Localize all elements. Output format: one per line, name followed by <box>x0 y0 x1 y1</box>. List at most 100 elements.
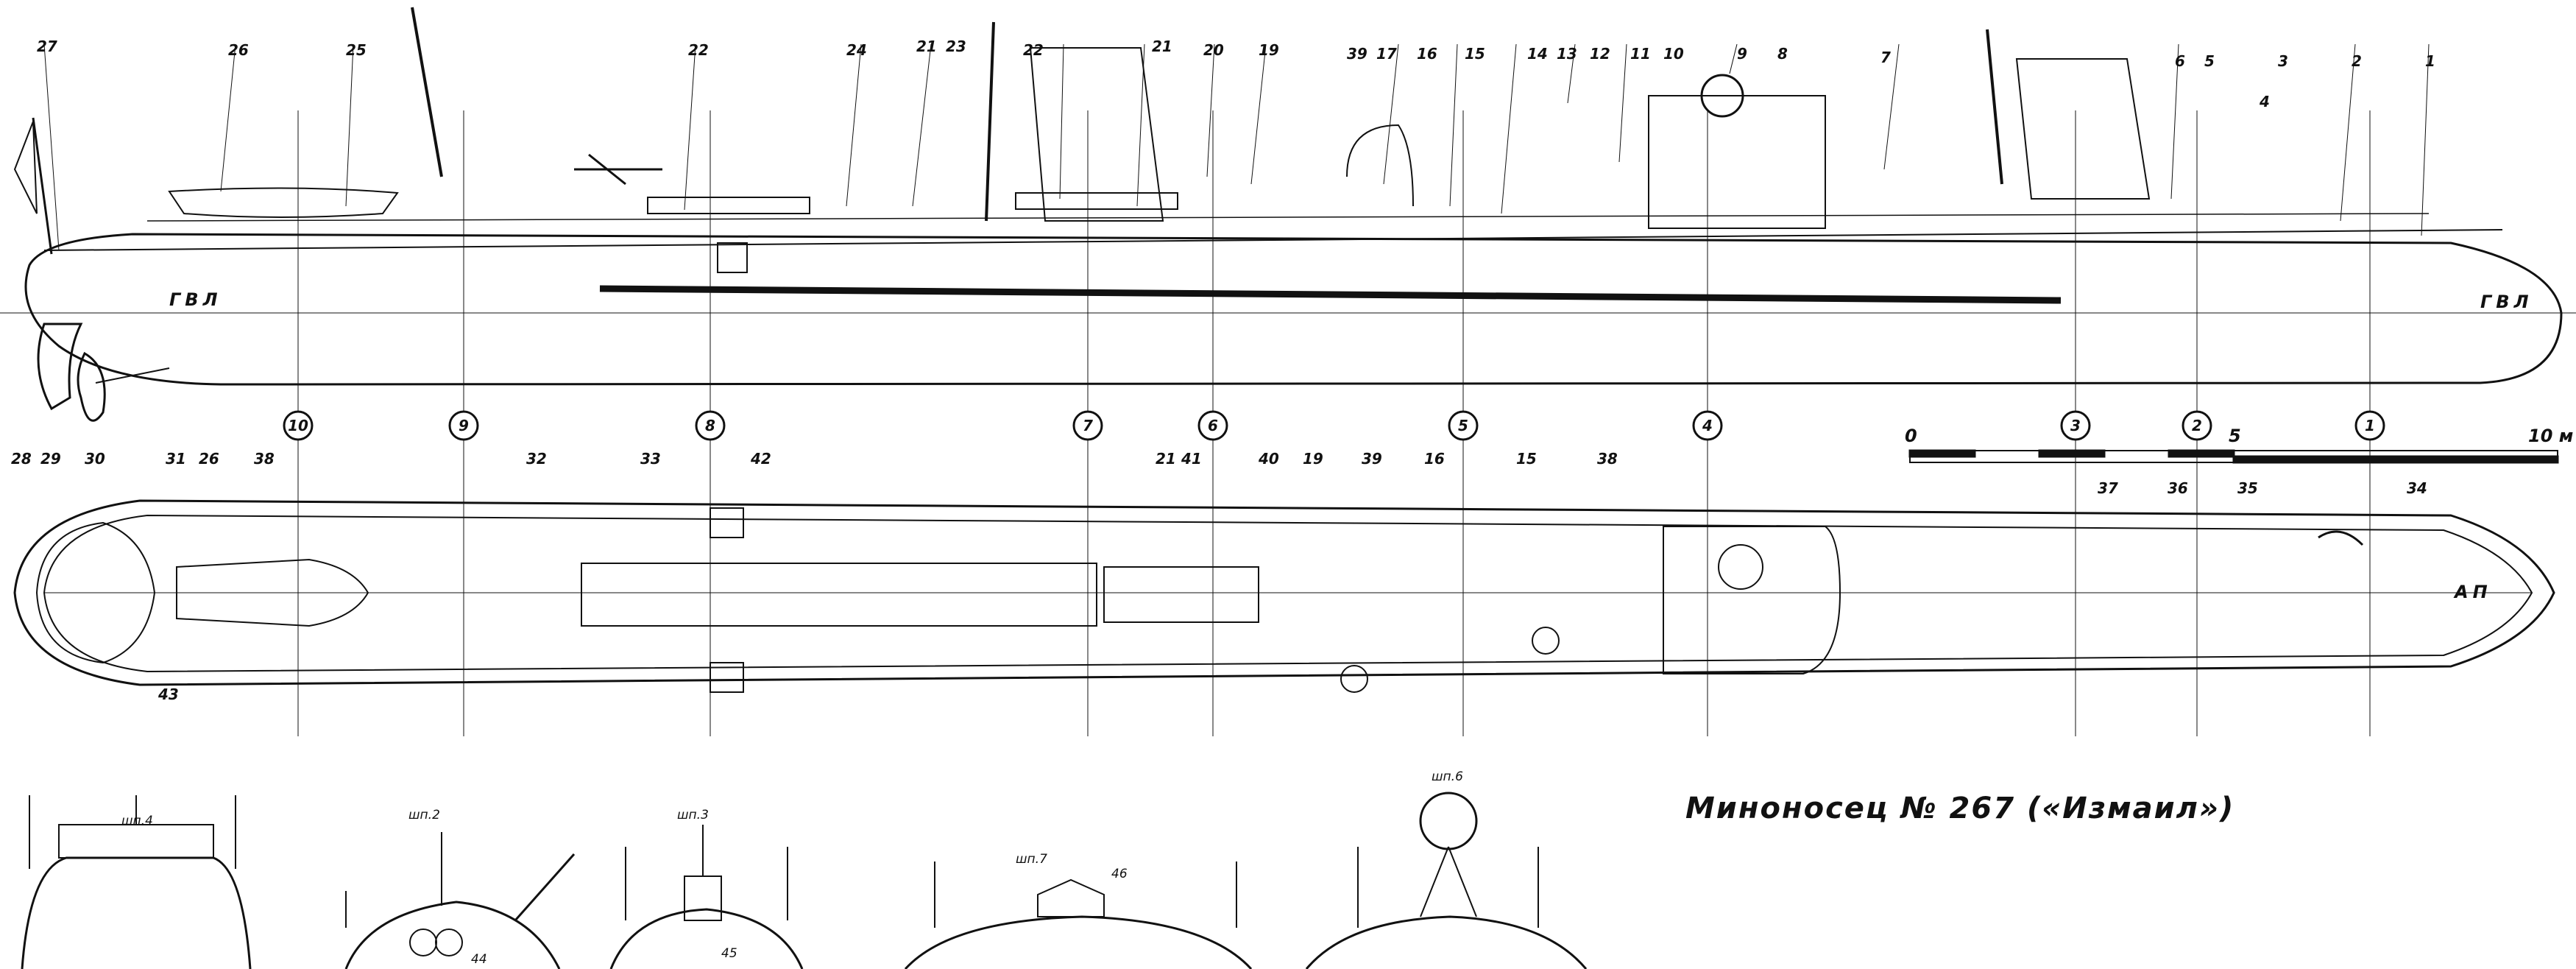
section-label: шп.3 <box>677 808 709 822</box>
bridge-plan <box>1663 526 1841 674</box>
frame-marker-circle <box>2354 410 2385 441</box>
callout: 35 <box>2237 479 2258 497</box>
frame-marker-label: 3 <box>2070 417 2081 434</box>
frame-marker-circle <box>2060 410 2091 441</box>
callout: 39 <box>1362 450 1382 468</box>
callout: 2 <box>2352 52 2362 70</box>
callout: 5 <box>2204 52 2215 70</box>
callout: 1 <box>2425 52 2435 70</box>
section-callout: 45 <box>721 946 737 961</box>
callout: 29 <box>40 450 61 468</box>
frame-marker-circle <box>1692 410 1723 441</box>
callout: 34 <box>2407 479 2427 497</box>
frame-marker-circle <box>283 410 314 441</box>
callout: 16 <box>1424 450 1445 468</box>
frame-marker-label: 5 <box>1458 417 1468 434</box>
callout: 6 <box>2175 52 2185 70</box>
boiler-casing <box>1103 566 1259 623</box>
callout: 21 <box>1156 450 1176 468</box>
callout: 39 <box>1347 45 1367 63</box>
section-labels: шп.4 шп.2 шп.3 шп.7 шп.6 44 45 46 <box>121 769 1463 967</box>
callout: 31 <box>166 450 186 468</box>
section-4 <box>21 795 252 969</box>
propeller <box>77 351 106 422</box>
frame-marker-circle <box>1448 410 1479 441</box>
callout: 32 <box>526 450 547 468</box>
section-7 <box>904 861 1253 969</box>
torpedo-tube-aft <box>647 197 810 214</box>
callout: 40 <box>1258 450 1279 468</box>
callout: 15 <box>1516 450 1537 468</box>
scale-tick-0: 0 <box>1905 426 1917 446</box>
callout: 27 <box>37 38 57 55</box>
callout: 43 <box>158 686 179 703</box>
scale-bar <box>1908 449 2559 464</box>
compass-plan <box>1718 544 1763 590</box>
aft-mast <box>411 7 443 177</box>
frame-marker-label: 8 <box>705 417 715 434</box>
frame-marker-circle <box>2182 410 2212 441</box>
fore-label: АП <box>2453 582 2492 602</box>
callout: 16 <box>1417 45 1437 63</box>
callout: 36 <box>2168 479 2188 497</box>
callout: 41 <box>1181 450 1202 468</box>
frame-marker-label: 2 <box>2192 417 2202 434</box>
callout: 10 <box>1663 45 1684 63</box>
callout: 38 <box>254 450 275 468</box>
side-hull-outline <box>24 233 2563 386</box>
callout: 25 <box>346 41 367 59</box>
callout: 14 <box>1527 45 1548 63</box>
callout: 19 <box>1303 450 1323 468</box>
side-rub-strake <box>599 285 2062 304</box>
frame-marker-label: 7 <box>1083 417 1093 434</box>
callout: 37 <box>2098 479 2118 497</box>
scale-tick-10: 10 м <box>2528 426 2573 446</box>
side-railing <box>146 213 2430 222</box>
callout: 28 <box>11 450 32 468</box>
callout: 22 <box>1023 41 1044 59</box>
waterline-label-aft: ГВЛ <box>169 289 222 310</box>
funnel-fore <box>2015 58 2151 200</box>
section-callout: 44 <box>471 952 487 967</box>
callout: 7 <box>1880 49 1891 66</box>
torpedo-tube-mid <box>1015 192 1178 210</box>
frame-marker-label: 6 <box>1208 417 1218 434</box>
callout: 23 <box>946 38 966 55</box>
callout: 3 <box>2278 52 2288 70</box>
bollard <box>1532 627 1560 655</box>
frame-marker-circle <box>1197 410 1228 441</box>
drawing-title: Миноносец № 267 («Измаил») <box>1685 792 2235 825</box>
anchor <box>2318 530 2364 546</box>
frame-marker-circle <box>448 410 479 441</box>
ship-boat <box>168 187 399 218</box>
engine-casing <box>581 563 1097 627</box>
callout: 30 <box>85 450 105 468</box>
waterline-label-fore: ГВЛ <box>2480 292 2533 312</box>
aft-gun <box>574 153 662 186</box>
ladder-side <box>717 242 748 273</box>
conning-tower <box>1648 95 1826 229</box>
callout: 26 <box>228 41 249 59</box>
scale-tick-5: 5 <box>2229 426 2241 446</box>
section-callout: 46 <box>1111 867 1128 881</box>
rudder <box>37 323 83 411</box>
davit-arc <box>1346 124 1414 207</box>
bollard <box>1340 665 1368 693</box>
plan-callouts: 26 38 42 21 41 40 19 39 16 15 38 37 36 3… <box>158 450 2427 703</box>
callout: 9 <box>1737 45 1747 63</box>
section-3 <box>609 825 804 969</box>
callout: 22 <box>688 41 709 59</box>
section-6 <box>1305 792 1588 969</box>
callout: 11 <box>1630 45 1651 63</box>
flag-staff <box>32 117 53 255</box>
callout: 33 <box>640 450 661 468</box>
section-2 <box>344 832 576 969</box>
frame-marker-circle <box>1072 410 1103 441</box>
funnel-aft <box>1029 47 1164 222</box>
callout: 19 <box>1259 41 1279 59</box>
callout: 12 <box>1590 45 1610 63</box>
section-label: шп.7 <box>1016 852 1047 867</box>
callout: 4 <box>2259 93 2270 110</box>
callout: 20 <box>1203 41 1224 59</box>
